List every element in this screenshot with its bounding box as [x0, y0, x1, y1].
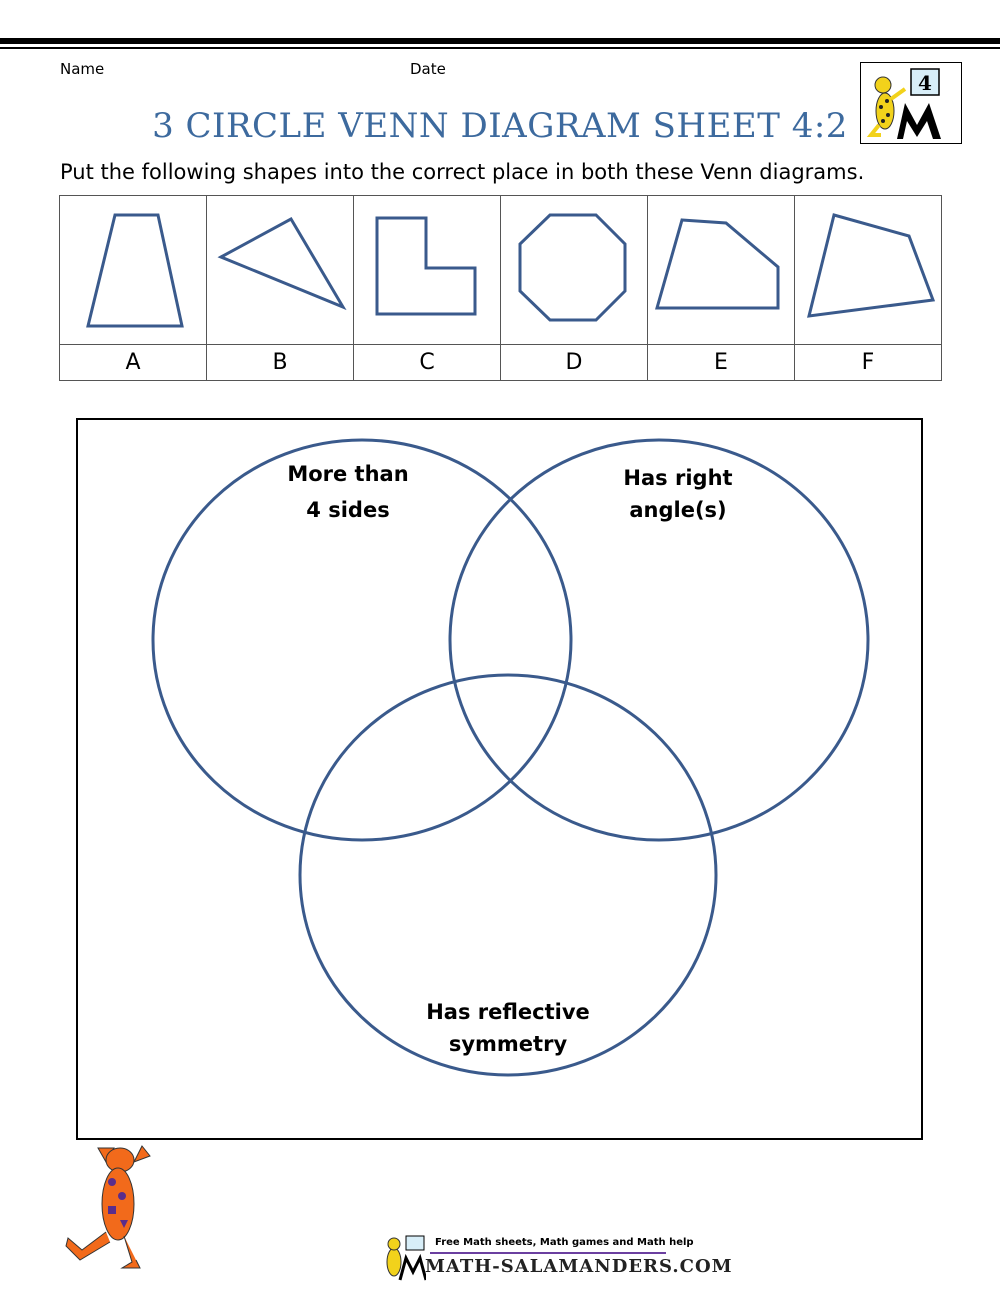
grade-logo: 4 — [860, 62, 962, 144]
circle-label-1: More than 4 sides — [268, 456, 428, 528]
venn-circles — [151, 438, 870, 1077]
shape-letter: A — [59, 344, 207, 381]
grade-number: 4 — [918, 71, 932, 95]
footer-brand[interactable]: MATH-SALAMANDERS.COM — [425, 1256, 733, 1277]
quadrilateral-icon — [807, 213, 936, 318]
shape-cell-b — [206, 195, 354, 345]
venn-diagram-box: More than 4 sides Has right angle(s) Has… — [76, 418, 923, 1140]
trapezoid-icon — [86, 213, 184, 328]
triangle-icon — [217, 216, 347, 311]
shape-letter: C — [353, 344, 501, 381]
circle-label-1-line2: 4 sides — [306, 498, 390, 522]
pentagon-icon — [655, 218, 780, 310]
venn-circle-more-than-4-sides — [151, 438, 573, 842]
shape-letter: F — [794, 344, 942, 381]
footer-underline — [430, 1252, 666, 1254]
shape-letter: D — [500, 344, 648, 381]
circle-label-2-line1: Has right — [623, 466, 733, 490]
shape-letter: E — [647, 344, 795, 381]
footer-logo-icon — [386, 1235, 426, 1281]
salamander-logo-icon — [866, 76, 907, 137]
date-label: Date — [410, 60, 446, 78]
top-rule — [0, 38, 1000, 44]
shape-cell-a — [59, 195, 207, 345]
shape-cell-d — [500, 195, 648, 345]
octagon-icon — [518, 213, 627, 322]
shape-cell-e — [647, 195, 795, 345]
circle-label-3-line1: Has reflective — [426, 1000, 590, 1024]
top-rule-thin — [0, 47, 1000, 49]
page-title: 3 CIRCLE VENN DIAGRAM SHEET 4:2 — [152, 106, 848, 146]
circle-label-3: Has reflective symmetry — [403, 996, 613, 1060]
venn-circle-reflective-symmetry — [298, 673, 718, 1077]
venn-circle-right-angles — [448, 438, 870, 842]
circle-label-1-line1: More than — [287, 462, 409, 486]
circle-label-2-line2: angle(s) — [629, 498, 727, 522]
shapes-row — [59, 195, 942, 345]
name-label: Name — [60, 60, 105, 78]
salamander-mascot-icon — [65, 1145, 151, 1269]
footer-tagline: Free Math sheets, Math games and Math he… — [435, 1237, 694, 1248]
circle-label-2: Has right angle(s) — [598, 462, 758, 526]
shape-cell-f — [794, 195, 942, 345]
shape-cell-c — [353, 195, 501, 345]
circle-label-3-line2: symmetry — [448, 1032, 568, 1056]
instruction-text: Put the following shapes into the correc… — [60, 160, 865, 184]
l-shape-icon — [375, 216, 477, 316]
shape-letter: B — [206, 344, 354, 381]
shapes-table: A B C D E F — [59, 195, 942, 381]
letters-row: A B C D E F — [59, 344, 942, 381]
